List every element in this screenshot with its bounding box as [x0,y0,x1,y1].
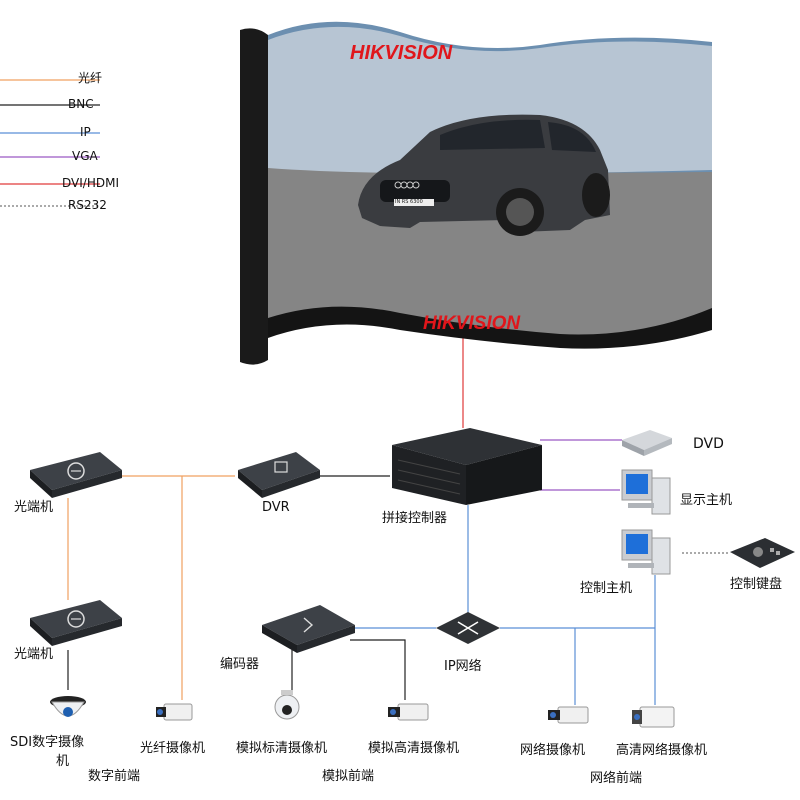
label-sdi-camera-line1: SDI数字摄像 [10,735,85,750]
legend-label-bnc: BNC [68,97,94,111]
legend-label-vga: VGA [72,149,98,163]
label-group-analog-front: 模拟前端 [322,769,375,784]
label-group-digital-front: 数字前端 [88,769,141,784]
label-analog-hd-camera: 模拟高清摄像机 [368,741,460,756]
brand-logo-bottom: HIKVISION [423,313,521,334]
fiber-terminal-1 [30,452,122,498]
legend-label-ip: IP [80,125,91,139]
control-host-computer [621,529,671,575]
label-fiber-terminal-2: 光端机 [14,647,54,662]
dvd-device [622,430,672,456]
legend-label-fiber: 光纤 [78,71,103,85]
video-wall [240,21,712,365]
label-fiber-camera: 光纤摄像机 [140,741,206,756]
label-dvr: DVR [262,500,290,515]
analog-hd-bullet-camera [388,703,429,721]
line-bnc-encoder-hd [350,639,406,700]
label-fiber-terminal-1: 光端机 [14,500,54,515]
license-plate: IN RS 6300 [395,199,423,205]
hd-network-box-camera [632,706,675,728]
display-host-computer [621,469,671,515]
legend-label-rs232: RS232 [68,198,107,212]
encoder-device [262,605,355,653]
label-display-host: 显示主机 [680,493,733,508]
splicing-controller-device [392,428,542,505]
brand-logo-top: HIKVISION [350,42,453,64]
fiber-terminal-2 [30,600,122,646]
label-network-camera: 网络摄像机 [520,743,586,758]
legend-label-dvi: DVI/HDMI [62,176,119,190]
label-encoder: 编码器 [220,657,260,672]
analog-sd-dome-camera [274,690,300,720]
label-splicing-controller: 拼接控制器 [382,511,448,526]
dvr-device [238,452,320,498]
label-control-keyboard: 控制键盘 [730,577,783,592]
car-image [358,114,610,236]
fiber-bullet-camera [156,703,193,721]
label-ip-network: IP网络 [444,659,482,674]
label-analog-sd-camera: 模拟标清摄像机 [236,741,328,756]
label-control-host: 控制主机 [580,581,633,596]
label-group-network-front: 网络前端 [590,771,643,786]
label-sdi-camera-line2: 机 [56,754,70,769]
ip-network-node [436,612,500,644]
label-dvd: DVD [693,436,724,452]
control-keyboard-device [730,538,795,568]
sdi-dome-camera [50,696,86,717]
label-hd-network-camera: 高清网络摄像机 [616,743,708,758]
network-bullet-camera [548,706,589,724]
